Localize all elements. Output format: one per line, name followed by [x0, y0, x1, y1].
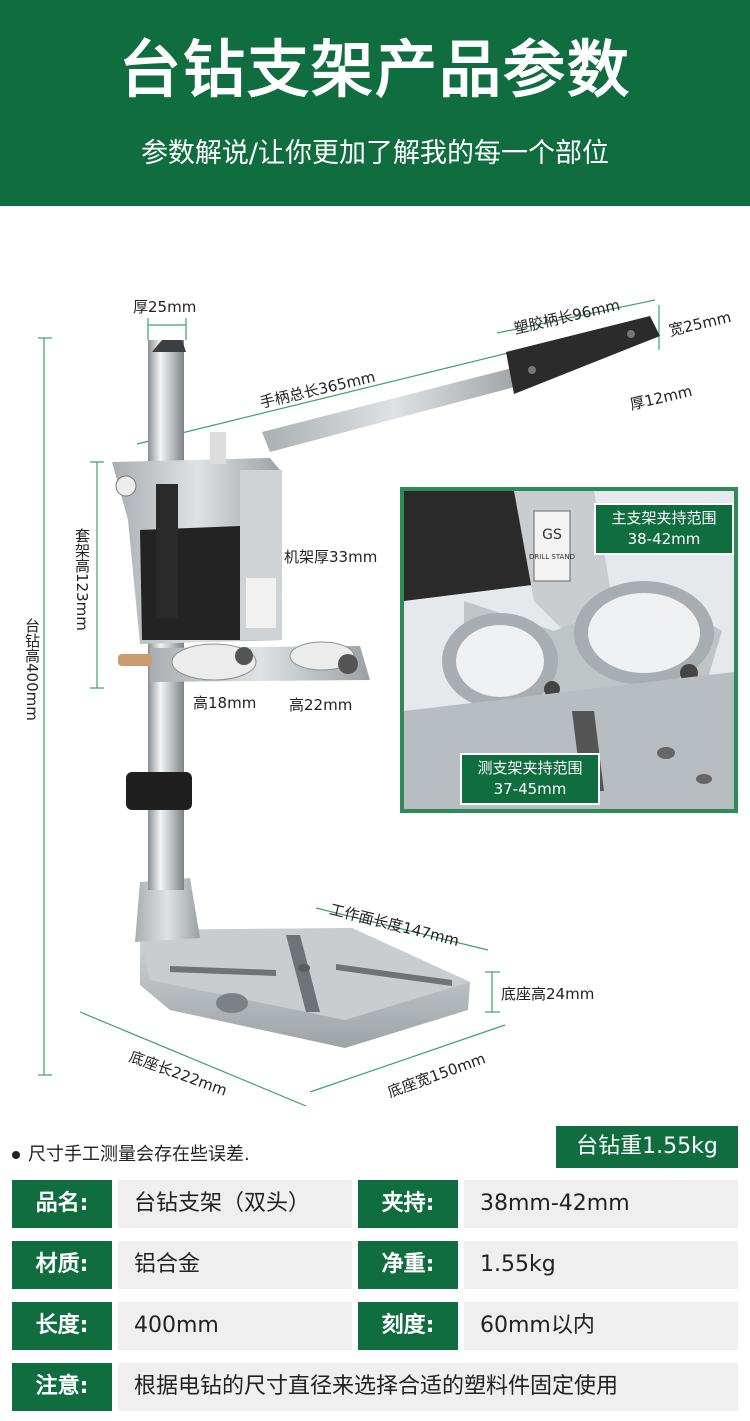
spec-label: 注意:: [12, 1363, 112, 1411]
inset-brand: DRILL STAND: [529, 553, 575, 561]
side-clamp-label: 测支架夹持范围: [477, 759, 583, 777]
spec-label: 品名:: [12, 1180, 112, 1228]
handle-lever: [262, 316, 660, 452]
page-title: 台钻支架产品参数: [118, 33, 631, 106]
clamp-detail-inset: GS DRILL STAND 主支架夹持范围 38-42mm 测支架夹持范围 3…: [400, 487, 738, 813]
page-subtitle: 参数解说/让你更加了解我的每一个部位: [140, 138, 610, 169]
inset-logo: GS: [542, 527, 562, 543]
spec-value: 400mm: [118, 1302, 352, 1350]
spec-row: 材质: 铝合金 净重: 1.55kg: [12, 1241, 738, 1289]
weight-badge: 台钻重1.55kg: [556, 1126, 738, 1168]
title-banner: 台钻支架产品参数 参数解说/让你更加了解我的每一个部位: [0, 0, 750, 206]
dim-frame-thickness: 机架厚33mm: [284, 548, 378, 566]
main-clamp-range: 38-42mm: [627, 530, 701, 548]
spec-value: 铝合金: [118, 1241, 352, 1289]
spec-label: 刻度:: [358, 1302, 458, 1350]
side-clamp-callout: 测支架夹持范围 37-45mm: [460, 753, 600, 805]
main-clamp-label: 主支架夹持范围: [611, 509, 717, 527]
side-clamp-range: 37-45mm: [493, 780, 567, 798]
dim-clamp-h22: 高22mm: [289, 696, 353, 714]
spec-row: 品名: 台钻支架（双头） 夹持: 38mm-42mm: [12, 1180, 738, 1228]
clamp-closeup: GS DRILL STAND: [404, 491, 734, 809]
measurement-note-text: 尺寸手工测量会存在些误差.: [28, 1144, 250, 1165]
carriage: [112, 432, 282, 644]
drill-stand-illustration: [38, 299, 660, 1106]
spec-value: 60mm以内: [464, 1302, 738, 1350]
dim-top-thickness: 厚25mm: [133, 298, 197, 316]
dim-base-height: 底座高24mm: [501, 985, 595, 1003]
spec-label: 净重:: [358, 1241, 458, 1289]
dim-total-height: 台钻高400mm: [23, 618, 41, 721]
spec-value: 1.55kg: [464, 1241, 738, 1289]
spec-value: 38mm-42mm: [464, 1180, 738, 1228]
spec-row: 长度: 400mm 刻度: 60mm以内: [12, 1302, 738, 1350]
spec-value: 台钻支架（双头）: [118, 1180, 352, 1228]
stop-collar: [126, 772, 192, 810]
spec-label: 长度:: [12, 1302, 112, 1350]
clamp-ring: [118, 641, 370, 682]
measurement-note: 尺寸手工测量会存在些误差.: [12, 1140, 250, 1166]
base-plate: [140, 928, 470, 1048]
spec-label: 材质:: [12, 1241, 112, 1289]
spec-row: 注意: 根据电钻的尺寸直径来选择合适的塑料件固定使用: [12, 1363, 738, 1411]
spec-value: 根据电钻的尺寸直径来选择合适的塑料件固定使用: [118, 1363, 738, 1411]
dim-sleeve-height: 套架高123mm: [73, 528, 91, 631]
bullet-icon: [12, 1151, 20, 1159]
main-clamp-callout: 主支架夹持范围 38-42mm: [594, 503, 734, 555]
dimension-lines: [38, 299, 660, 1106]
dim-clamp-h18: 高18mm: [193, 694, 257, 712]
spec-label: 夹持:: [358, 1180, 458, 1228]
